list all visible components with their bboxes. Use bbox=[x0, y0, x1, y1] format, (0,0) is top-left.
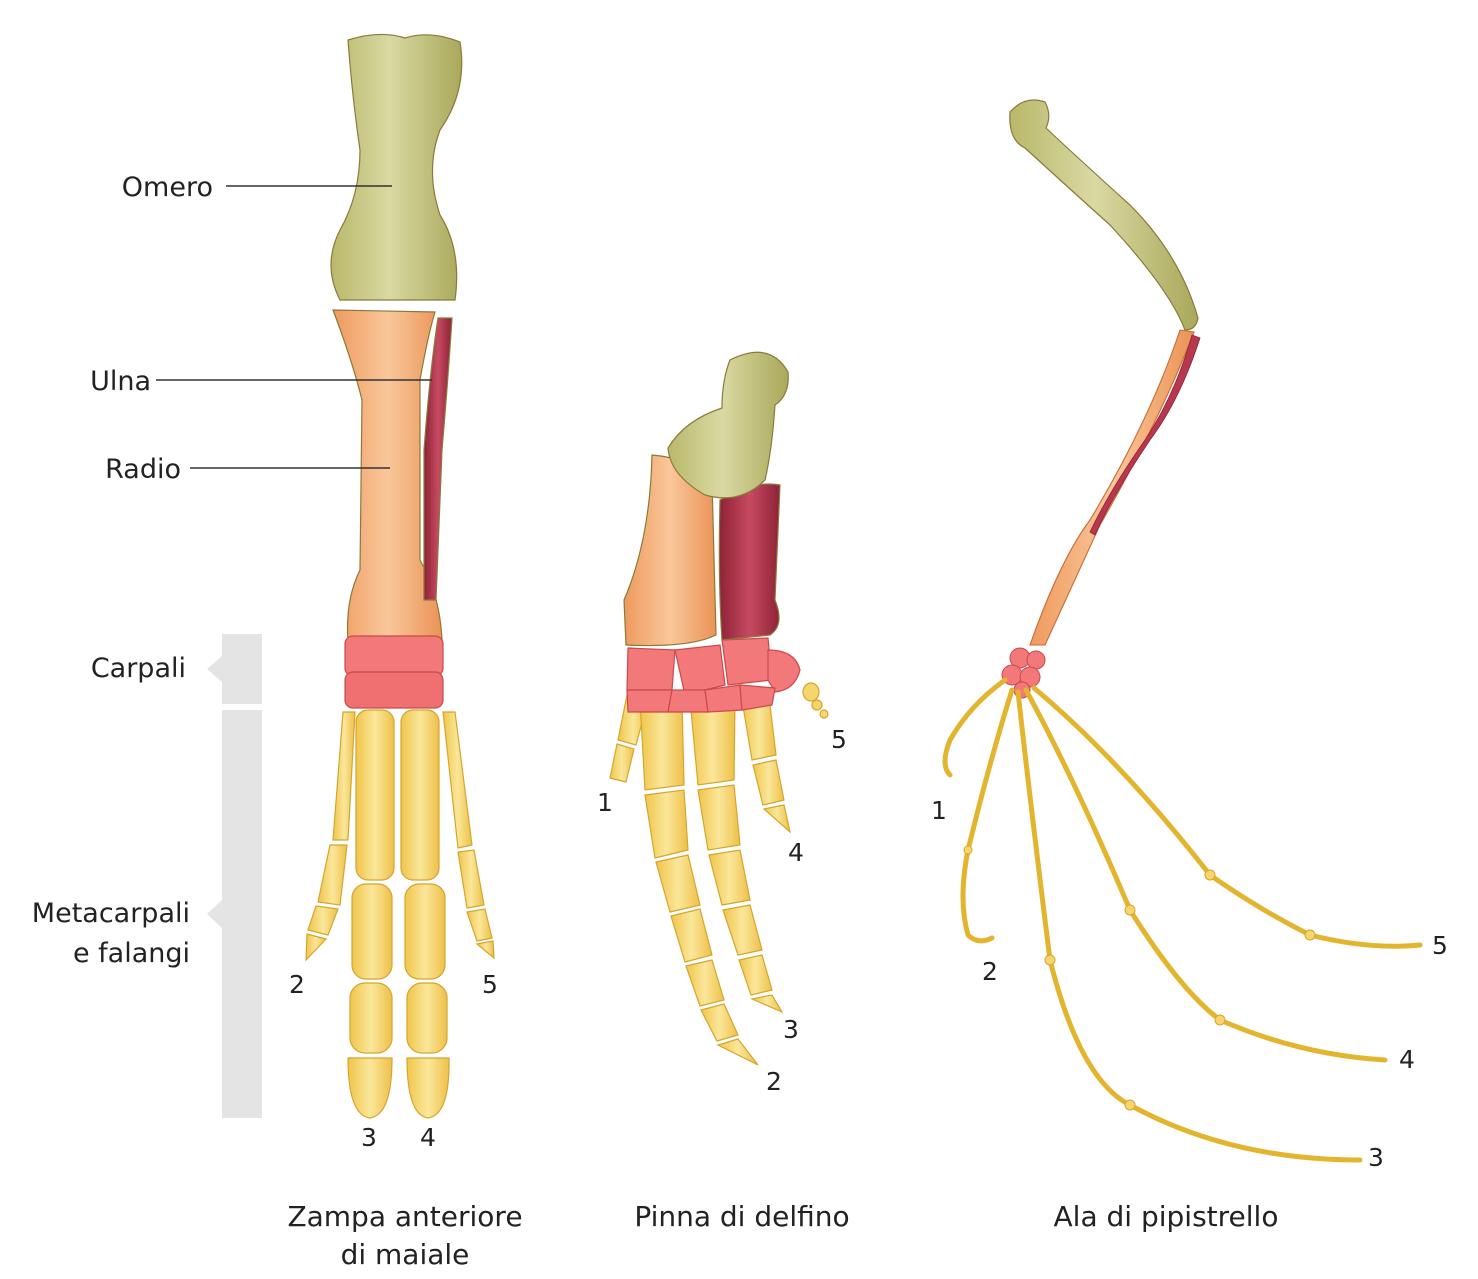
dolphin-digit-number-1: 1 bbox=[597, 788, 613, 817]
bat-humerus bbox=[1009, 99, 1199, 331]
dolphin-digit-3 bbox=[689, 694, 784, 1014]
bat-digit-number-2: 2 bbox=[982, 957, 998, 986]
pig-carpal-lower bbox=[344, 671, 444, 709]
bat-radius bbox=[1029, 329, 1195, 646]
bat-digit-number-5: 5 bbox=[1432, 931, 1448, 960]
bat-digit-5 bbox=[1031, 685, 1423, 949]
dolphin-ulna bbox=[718, 483, 781, 641]
metacarpali-bracket bbox=[207, 710, 262, 1118]
dolphin-digit-number-4: 4 bbox=[788, 838, 804, 867]
bat-ulna bbox=[1089, 334, 1201, 536]
pig-digit-number-3: 3 bbox=[361, 1123, 377, 1152]
pig-digit-number-2: 2 bbox=[289, 970, 305, 999]
pig-forelimb bbox=[305, 33, 495, 1119]
dolphin-digit-number-3: 3 bbox=[783, 1015, 799, 1044]
pig-digit-5 bbox=[442, 711, 495, 960]
pig-carpal-upper bbox=[344, 635, 444, 677]
caption-dolphin: Pinna di delfino bbox=[634, 1200, 849, 1233]
label-metacarpali-line1: Metacarpali bbox=[32, 898, 190, 929]
dolphin-humerus bbox=[667, 351, 789, 499]
pig-digit-4 bbox=[400, 709, 450, 1119]
bat-digit-number-4: 4 bbox=[1399, 1045, 1415, 1074]
bat-digit-2 bbox=[960, 687, 1015, 944]
pig-ulna bbox=[423, 317, 453, 601]
pig-digit-2 bbox=[305, 711, 356, 962]
dolphin-carpals bbox=[626, 637, 801, 713]
bat-wing bbox=[942, 99, 1423, 1163]
bat-digit-joints bbox=[963, 845, 1316, 1111]
label-carpali: Carpali bbox=[91, 653, 186, 684]
bat-digit-3 bbox=[1015, 689, 1363, 1163]
dolphin-digit-5 bbox=[802, 682, 829, 719]
label-radio: Radio bbox=[105, 454, 181, 485]
caption-pig-line1: Zampa anteriore bbox=[287, 1200, 522, 1233]
bat-digits bbox=[942, 677, 1423, 1163]
dolphin-flipper bbox=[609, 351, 829, 1066]
label-ulna: Ulna bbox=[90, 366, 151, 397]
pig-digit-3 bbox=[347, 709, 395, 1119]
label-omero: Omero bbox=[122, 172, 213, 203]
pig-digit-number-5: 5 bbox=[482, 970, 498, 999]
caption-bat: Ala di pipistrello bbox=[1054, 1200, 1279, 1233]
bat-digit-4 bbox=[1023, 687, 1388, 1063]
caption-pig-line2: di maiale bbox=[341, 1238, 470, 1271]
bat-digit-number-1: 1 bbox=[931, 796, 947, 825]
label-metacarpali-line2: e falangi bbox=[73, 938, 190, 969]
bat-digit-1 bbox=[942, 677, 1008, 778]
dolphin-digit-number-5: 5 bbox=[831, 725, 847, 754]
dolphin-digit-number-2: 2 bbox=[766, 1067, 782, 1096]
pig-digit-number-4: 4 bbox=[420, 1123, 436, 1152]
carpali-bracket bbox=[207, 634, 262, 704]
bat-digit-number-3: 3 bbox=[1368, 1143, 1384, 1172]
pig-humerus bbox=[330, 33, 463, 301]
dolphin-digit-4 bbox=[741, 697, 791, 834]
